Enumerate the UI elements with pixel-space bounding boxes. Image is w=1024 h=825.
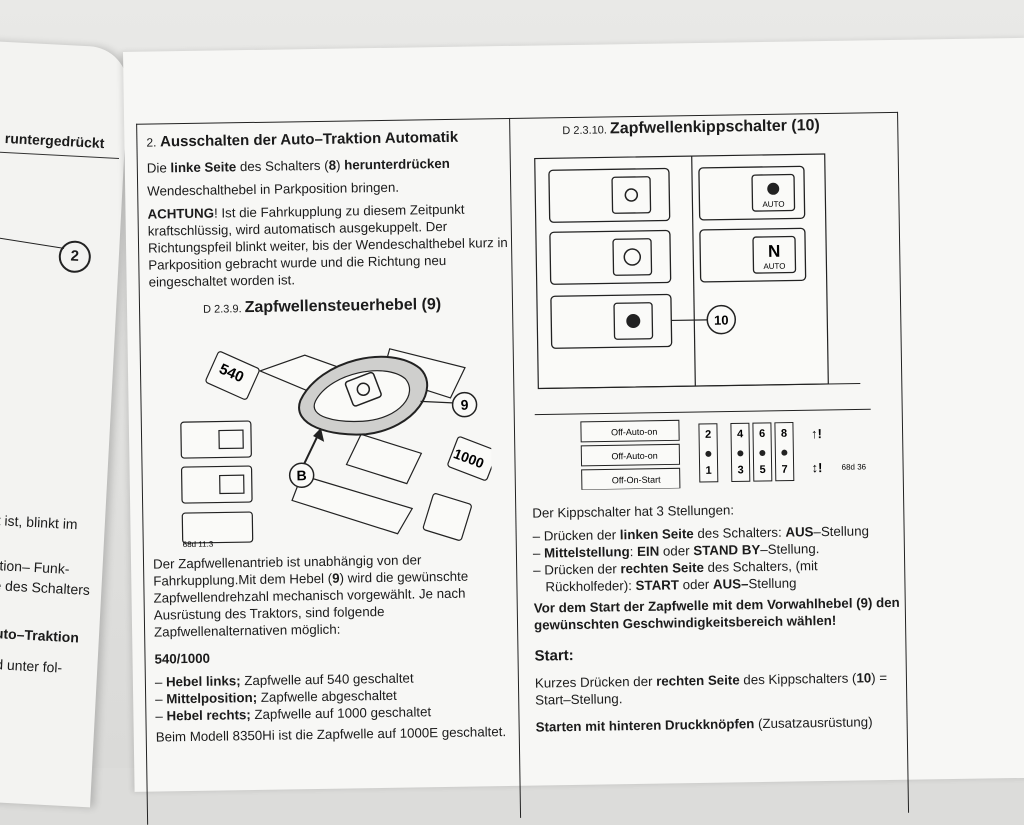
auto-icon-box-2 <box>752 235 797 274</box>
paragraph-parkposition: Wendeschalthebel in Parkposition bringen… <box>147 179 400 199</box>
legend-row-1-text: Off-Auto-on <box>611 427 658 438</box>
switch-2 <box>180 465 253 504</box>
lever-diagram: 9 B 540 1000 68d 11,3 <box>180 348 493 548</box>
subheading-start: Start: <box>534 646 574 665</box>
paragraph-start: Kurzes Drücken der rechten Seite des Kip… <box>534 670 888 708</box>
gear-5: 5 <box>759 464 765 476</box>
callout-b-text: B <box>296 467 306 483</box>
paragraph-kippschalter: Der Kippschalter hat 3 Stellungen: <box>532 502 735 521</box>
section-heading-zapfwellensteuerhebel: D 2.3.9. Zapfwellensteuerhebel (9) <box>202 296 442 317</box>
left-fragment-1: runtergedrückt <box>4 129 105 152</box>
callout-9-text: 9 <box>461 397 469 413</box>
switch-position-list: Drücken der linken Seite des Schalters: … <box>533 522 904 596</box>
lever-knob-top <box>313 370 411 423</box>
left-fragment-4: e des Schalters <box>0 576 91 599</box>
switch-1-icon <box>218 429 244 450</box>
callout-b-circle <box>288 462 315 488</box>
list-item: Drücken der rechten Seite des Schalters,… <box>533 556 903 596</box>
figure-id-68d-11-3: 68d 11,3 <box>183 540 214 548</box>
gear-neutral-dot-3 <box>759 450 766 457</box>
paragraph-linke-seite: Die linke Seite des Schalters (8) herunt… <box>146 155 450 176</box>
lever-slot-lower <box>345 433 423 485</box>
callout-10-text: 10 <box>714 313 729 328</box>
legend-row-3 <box>581 467 681 491</box>
panel-edge-line <box>538 382 861 390</box>
paragraph-druckknoepfe: Starten mit hinteren Druckknöpfen (Zusat… <box>535 714 873 735</box>
legend-row-3-text: Off-On-Start <box>612 475 661 486</box>
differential-lock-icon <box>623 248 642 266</box>
pto-icon-box <box>613 302 654 340</box>
gear-6: 6 <box>759 428 765 440</box>
gear-1: 1 <box>705 465 711 477</box>
panel-divider <box>691 156 696 387</box>
gear-2: 2 <box>705 429 711 441</box>
switch-3 <box>181 511 254 544</box>
pto-icon-plate <box>422 493 472 541</box>
left-fragment-3: ktion– Funk- <box>0 556 70 577</box>
label-540-plate <box>205 351 260 400</box>
legend-top-line <box>534 408 871 416</box>
left-fragment-2: ft ist, blinkt im <box>0 511 79 533</box>
figure-id-68d-36: 68d 36 <box>842 462 867 471</box>
pto-icon <box>344 371 382 407</box>
callout-10-line <box>671 319 708 322</box>
lever-base-plate <box>291 474 414 535</box>
gear-8: 8 <box>781 428 787 440</box>
paragraph-zapfwellenantrieb: Der Zapfwellenantrieb ist unabhängig von… <box>152 552 469 640</box>
paragraph-achtung: ACHTUNG! Ist die Fahrkupplung zu diesem … <box>147 201 508 290</box>
arrow-b-head <box>313 427 325 442</box>
switch-differential <box>549 229 672 285</box>
gear-neutral-dot-1 <box>705 450 712 457</box>
callout-line <box>0 236 65 249</box>
switch-1 <box>180 420 252 459</box>
4wd-icon <box>767 182 780 195</box>
callout-2: 2 <box>57 239 92 274</box>
legend-row-1 <box>580 419 680 443</box>
manual-page: 2. Ausschalten der Auto–Traktion Automat… <box>123 37 1024 825</box>
subheading-540-1000: 540/1000 <box>154 650 211 667</box>
gear-7: 7 <box>781 464 787 476</box>
callout-10-circle <box>706 304 737 335</box>
gear-3: 3 <box>737 464 743 476</box>
left-column: 2. Ausschalten der Auto–Traktion Automat… <box>146 128 516 752</box>
n-letter: N <box>768 242 781 261</box>
auto-label-2: AUTO <box>763 262 785 271</box>
gear-neutral-dot-4 <box>781 449 788 456</box>
callout-9-line <box>420 400 453 404</box>
left-rule <box>0 151 120 159</box>
switch-pto-10 <box>550 293 673 349</box>
warning-note: Vor dem Start der Zapfwelle mit dem Vorw… <box>533 594 900 633</box>
section-heading-zapfwellenkippschalter: D 2.3.10. Zapfwellenkippschalter (10) <box>562 117 820 138</box>
arrow-b-line <box>302 432 320 466</box>
switch-tractor <box>548 167 671 223</box>
lever-position-list: Hebel links; Zapfwelle auf 540 geschalte… <box>155 668 516 725</box>
tractor-icon <box>624 188 639 202</box>
paragraph-modell-8350hi: Beim Modell 8350Hi ist die Zapfwelle auf… <box>155 724 507 745</box>
gear-4: 4 <box>737 428 744 440</box>
callout-9-circle <box>451 391 478 418</box>
right-column: D 2.3.10. Zapfwellenkippschalter (10) <box>526 116 906 742</box>
arrow-up-icon: ↑! <box>811 426 822 441</box>
left-fragment-5: uto–Traktion <box>0 625 80 646</box>
legend-row-2 <box>580 443 681 467</box>
auto-label-1: AUTO <box>762 200 784 209</box>
tractor-icon-box <box>611 176 652 214</box>
auto-icon-box-1 <box>751 173 796 212</box>
arrow-up-down-icon: ↕! <box>811 460 822 475</box>
switch-panel-diagram: AUTO N AUTO 10 Off-Auto-on Off-Auto-on O… <box>534 153 871 491</box>
pto-icon <box>626 314 641 329</box>
left-fragment-6: d unter fol- <box>0 656 63 676</box>
legend-row-2-text: Off-Auto-on <box>611 451 658 462</box>
switch-2-icon <box>219 474 245 495</box>
diff-icon-box <box>612 238 653 276</box>
pto-icon-center <box>356 382 371 397</box>
gear-neutral-dot-2 <box>737 450 744 457</box>
